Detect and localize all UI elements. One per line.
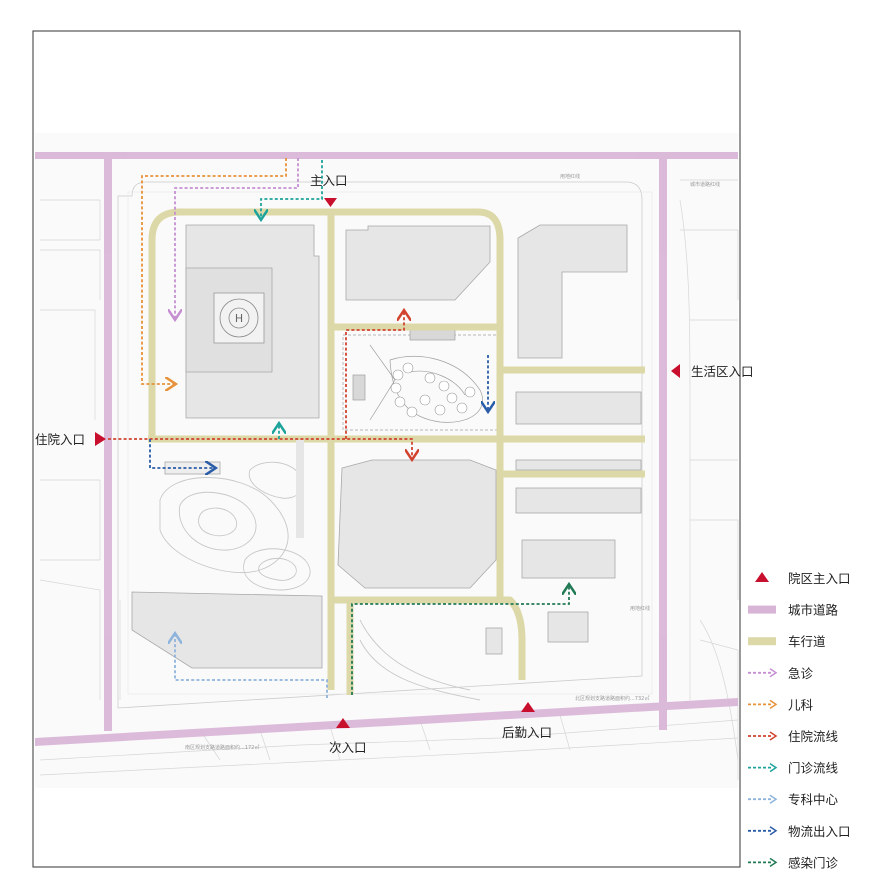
- redline-note-right: 用地红线: [630, 605, 650, 612]
- legend-item-outpatient: 门诊流线: [748, 761, 839, 776]
- secondary-entrance-label: 次入口: [329, 740, 367, 755]
- helipad-mark: H: [235, 312, 243, 325]
- legend-label-entrance: 院区主入口: [788, 571, 851, 586]
- east-building-1: [515, 391, 642, 425]
- gate-house: [485, 627, 503, 655]
- legend-symbol-logistics: [748, 826, 778, 836]
- legend-symbol-emergency: [748, 668, 778, 678]
- legend-symbol-specialist: [748, 794, 778, 804]
- infection-flow: [351, 586, 569, 695]
- legend-label-city_road: 城市道路: [788, 603, 839, 618]
- east-building-strip: [515, 459, 642, 471]
- legend-symbol-inpatient: [748, 731, 778, 741]
- east-building-3: [521, 539, 616, 579]
- legend-symbol-entrance: [755, 572, 769, 582]
- north-building: [345, 225, 491, 301]
- legend-item-emergency: 急诊: [748, 666, 814, 681]
- legend-label-infection: 感染门诊: [788, 855, 839, 870]
- legend-label-logistics: 物流出入口: [788, 824, 851, 839]
- legend-item-inpatient: 住院流线: [748, 729, 839, 744]
- specialist-flow: [175, 635, 328, 698]
- legend-item-specialist: 专科中心: [748, 792, 839, 807]
- southeast-small-building: [547, 611, 589, 643]
- helipad: H: [213, 292, 265, 344]
- inpatient-flow: [108, 438, 412, 458]
- southwest-building: [131, 591, 323, 669]
- city-roads: [35, 152, 738, 746]
- legend-label-emergency: 急诊: [788, 666, 814, 681]
- east-building-2: [515, 487, 642, 514]
- redline-note-top: 用地红线: [560, 173, 580, 180]
- outpatient-flow: [261, 160, 323, 218]
- vehicle-roads: [148, 208, 645, 695]
- legend-label-outpatient: 门诊流线: [788, 761, 839, 776]
- entrance-markers: [95, 198, 680, 728]
- road-note-bottom: 北区规划支路道路面积约...732㎡: [575, 695, 649, 702]
- inpatient-flow-north: [345, 312, 404, 439]
- logistics-entrance-triangle: [521, 702, 535, 712]
- legend-symbol-vehicle_road: [748, 637, 776, 646]
- legend-label-vehicle_road: 车行道: [788, 634, 826, 649]
- living-area-entrance-triangle: [671, 364, 680, 378]
- central-south-building: [337, 459, 497, 589]
- legend-symbol-city_road: [748, 605, 776, 614]
- living-area-entrance-label: 生活区入口: [691, 364, 754, 379]
- inpatient-entrance-triangle: [95, 432, 106, 446]
- legend-item-city_road: 城市道路: [748, 603, 839, 618]
- legend-item-pediatrics: 儿科: [748, 697, 814, 712]
- logistics-flow-west: [149, 439, 214, 468]
- road-note-bottom-left: 南区规划支路道路面积约...172㎡: [185, 744, 259, 751]
- main-entrance-triangle: [324, 198, 337, 207]
- legend-item-entrance: 院区主入口: [755, 571, 851, 586]
- redline-note-top-right: 城市道路红线: [690, 181, 720, 188]
- legend-label-inpatient: 住院流线: [788, 729, 839, 744]
- legend-symbol-outpatient: [748, 762, 778, 773]
- legend-item-logistics: 物流出入口: [748, 824, 851, 839]
- legend-symbol-pediatrics: [748, 699, 778, 710]
- landscape-garden: [159, 461, 481, 701]
- legend-label-specialist: 专科中心: [788, 792, 839, 807]
- legend-item-vehicle_road: 车行道: [748, 634, 826, 649]
- legend-item-infection: 感染门诊: [748, 855, 839, 870]
- secondary-entrance-triangle: [336, 718, 350, 728]
- pediatrics-flow: [141, 158, 287, 384]
- flow-lines: [108, 158, 569, 698]
- legend-label-pediatrics: 儿科: [788, 697, 814, 712]
- logistics-entrance-label: 后勤入口: [502, 725, 552, 740]
- northeast-l-building: [517, 224, 628, 359]
- inpatient-entrance-label: 住院入口: [35, 432, 85, 447]
- main-entrance-label: 主入口: [310, 173, 348, 188]
- legend-symbol-infection: [748, 857, 778, 868]
